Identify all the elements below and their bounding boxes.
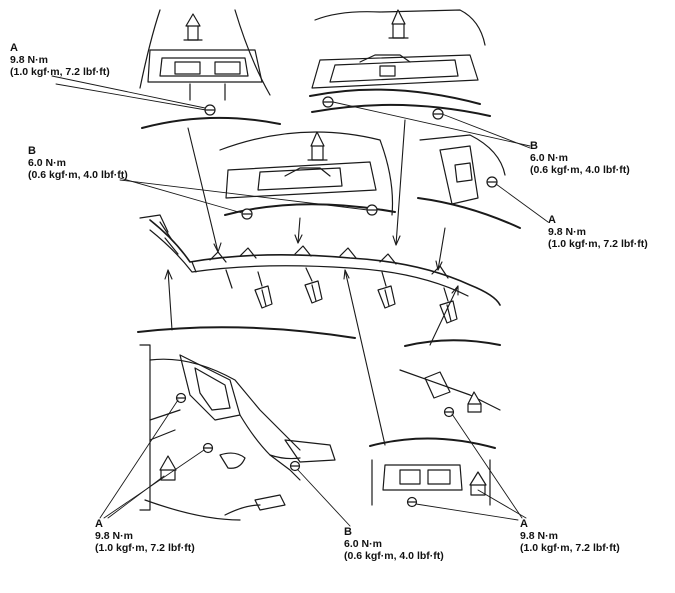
curtain-airbag-assembly — [139, 214, 501, 324]
callout-letter: B — [530, 140, 538, 152]
callout-torque: 9.8 N·m — [10, 54, 48, 66]
leader-lines — [164, 119, 459, 446]
callout-torque: 9.8 N·m — [520, 530, 558, 542]
bolt-icon — [432, 108, 444, 120]
bolt-icon — [366, 204, 378, 216]
bolt-icon — [241, 208, 253, 220]
callout-a-bottom-left: A 9.8 N·m (1.0 kgf·m, 7.2 lbf·ft) — [95, 518, 195, 554]
clip-icon — [307, 131, 328, 161]
callout-torque: 9.8 N·m — [95, 530, 133, 542]
clip-icon — [304, 280, 323, 304]
clip-icon — [388, 9, 409, 39]
clip-icon — [254, 285, 273, 309]
callout-pointers — [51, 75, 549, 527]
callout-torque: 6.0 N·m — [28, 157, 66, 169]
callout-letter: B — [28, 145, 36, 157]
callout-torque-alt: (1.0 kgf·m, 7.2 lbf·ft) — [548, 238, 648, 250]
callout-letter: A — [548, 214, 556, 226]
clip-icon — [377, 285, 396, 309]
callout-a-right: A 9.8 N·m (1.0 kgf·m, 7.2 lbf·ft) — [548, 214, 648, 250]
detail-bottom-right-lower — [369, 437, 496, 508]
bolt-icon — [322, 96, 334, 108]
callout-letter: A — [95, 518, 103, 530]
bolt-icon — [289, 460, 301, 472]
clip-icon — [159, 455, 177, 481]
callout-letter: B — [344, 526, 352, 538]
callout-torque: 6.0 N·m — [530, 152, 568, 164]
clip-icon — [467, 391, 482, 413]
callout-torque-alt: (0.6 kgf·m, 4.0 lbf·ft) — [28, 169, 128, 181]
callout-b-bottom-center: B 6.0 N·m (0.6 kgf·m, 4.0 lbf·ft) — [344, 526, 444, 562]
callout-torque: 9.8 N·m — [548, 226, 586, 238]
clip-icon — [183, 13, 203, 41]
bolt-icon — [202, 442, 214, 454]
callout-b-middle-left: B 6.0 N·m (0.6 kgf·m, 4.0 lbf·ft) — [28, 145, 128, 181]
callout-letter: A — [10, 42, 18, 54]
callout-torque-alt: (1.0 kgf·m, 7.2 lbf·ft) — [520, 542, 620, 554]
callout-a-bottom-right: A 9.8 N·m (1.0 kgf·m, 7.2 lbf·ft) — [520, 518, 620, 554]
clip-icon — [469, 471, 487, 496]
callout-torque-alt: (0.6 kgf·m, 4.0 lbf·ft) — [530, 164, 630, 176]
bolt-icon — [175, 392, 187, 404]
callout-torque-alt: (0.6 kgf·m, 4.0 lbf·ft) — [344, 550, 444, 562]
bolt-icon — [406, 496, 418, 508]
bolt-icon — [486, 176, 498, 188]
detail-top-left — [139, 9, 281, 129]
callout-torque-alt: (1.0 kgf·m, 7.2 lbf·ft) — [10, 66, 110, 78]
detail-top-right — [309, 9, 491, 120]
detail-middle — [219, 131, 396, 220]
bolt-icon — [443, 406, 455, 418]
callout-torque: 6.0 N·m — [344, 538, 382, 550]
callout-a-top-left: A 9.8 N·m (1.0 kgf·m, 7.2 lbf·ft) — [10, 42, 110, 78]
detail-right-small — [417, 134, 521, 229]
detail-bottom-left — [137, 326, 356, 521]
callout-b-top-right: B 6.0 N·m (0.6 kgf·m, 4.0 lbf·ft) — [530, 140, 630, 176]
callout-letter: A — [520, 518, 528, 530]
callout-torque-alt: (1.0 kgf·m, 7.2 lbf·ft) — [95, 542, 195, 554]
bolt-icon — [204, 104, 216, 116]
detail-bottom-right-upper — [399, 339, 501, 418]
